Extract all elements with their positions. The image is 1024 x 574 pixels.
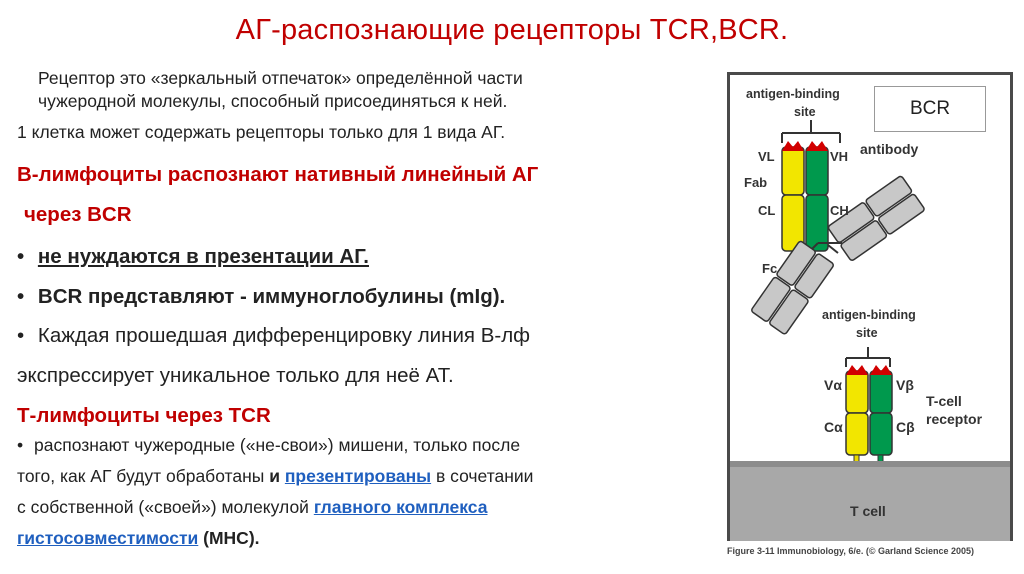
bullet-text: не нуждаются в презентации АГ.: [37, 245, 369, 268]
link-presented[interactable]: презентированы: [284, 466, 432, 486]
receptor-diagram: [730, 120, 1010, 541]
label-tcell-receptor-2: receptor: [926, 411, 983, 427]
slide-title: АГ-распознающие рецепторы TCR,BCR.: [235, 14, 789, 46]
t-cell-membrane: [730, 461, 1010, 541]
text-segment-bold: и: [269, 466, 280, 486]
text-line-one-cell: 1 клетка может содержать рецепторы тольк…: [17, 122, 506, 142]
label-antigen-binding-1: antigen-binding: [746, 87, 840, 101]
link-main-complex[interactable]: главного комплекса: [313, 497, 488, 517]
label-c-beta: Cβ: [896, 419, 915, 435]
label-v-alpha: Vα: [824, 377, 842, 393]
bullet-icon: •: [17, 245, 25, 268]
antigen-binding-bracket-bottom: [845, 347, 891, 367]
text-line-mhc: гистосовместимости (МНС).: [17, 528, 260, 549]
text-line-definition-1: Рецептор это «зеркальный отпечаток» опре…: [38, 68, 523, 88]
label-site-2: site: [856, 326, 878, 340]
heading-via-bcr: через BCR: [24, 203, 132, 226]
label-t-cell: T cell: [850, 503, 886, 519]
label-vh: VH: [830, 149, 849, 164]
label-antibody: antibody: [860, 141, 919, 157]
bullet-icon: •: [17, 435, 24, 455]
label-fc: Fc: [762, 261, 778, 276]
figure-caption: Figure 3-11 Immunobiology, 6/e. (© Garla…: [727, 546, 975, 556]
text-line-unique-antibody: экспрессирует уникальное только для неё …: [17, 364, 454, 387]
label-tcell-receptor-1: T-cell: [926, 393, 962, 409]
bullet-recognize-foreign: • распознают чужеродные («не-свои») мише…: [17, 435, 520, 456]
label-antigen-binding-2: antigen-binding: [822, 308, 916, 322]
label-ch: CH: [830, 203, 849, 218]
bullet-text: BCR представляют - иммуноглобулины (mIg)…: [37, 285, 506, 308]
bcr-label-box: BCR: [874, 86, 986, 132]
label-c-alpha: Cα: [824, 419, 843, 435]
bullet-bcr-immunoglobulins: • BCR представляют - иммуноглобулины (mI…: [17, 285, 505, 309]
antibody-vertical-arm: [781, 141, 829, 252]
text-line-definition-2: чужеродной молекулы, способный присоедин…: [38, 91, 508, 111]
text-segment-bold: (МНС).: [198, 528, 260, 548]
receptor-figure: antigen-binding site antibody VL VH Fab …: [727, 72, 1013, 541]
bullet-differentiation: • Каждая прошедшая дифференцировку линия…: [17, 324, 530, 348]
label-cl: CL: [758, 203, 776, 218]
text-segment: того, как АГ будут обработаны: [17, 466, 270, 486]
label-vl: VL: [758, 149, 775, 164]
text-line-own-molecule: с собственной («своей») молекулой главно…: [17, 497, 487, 518]
bullet-no-presentation: • не нуждаются в презентации АГ.: [17, 245, 369, 269]
bullet-icon: •: [17, 324, 25, 347]
antibody-diagonal-arm: [827, 175, 925, 261]
label-v-beta: Vβ: [896, 377, 914, 393]
heading-t-lymphocytes: Т-лимфоциты через TCR: [17, 404, 271, 427]
antibody-fc-stem: [751, 240, 834, 335]
link-histocompatibility[interactable]: гистосовместимости: [17, 528, 199, 548]
text-segment: с собственной («своей») молекулой: [17, 497, 314, 517]
text-line-processed: того, как АГ будут обработаны и презенти…: [17, 466, 533, 487]
bullet-text: распознают чужеродные («не-свои») мишени…: [34, 435, 521, 455]
bullet-text: Каждая прошедшая дифференцировку линия В…: [37, 324, 531, 347]
text-segment: в сочетании: [431, 466, 534, 486]
label-site-1: site: [794, 105, 816, 119]
antigen-binding-bracket-top: [781, 120, 841, 143]
bullet-icon: •: [17, 285, 25, 308]
heading-b-lymphocytes: В-лимфоциты распознают нативный линейный…: [17, 163, 539, 186]
label-fab: Fab: [744, 175, 768, 190]
